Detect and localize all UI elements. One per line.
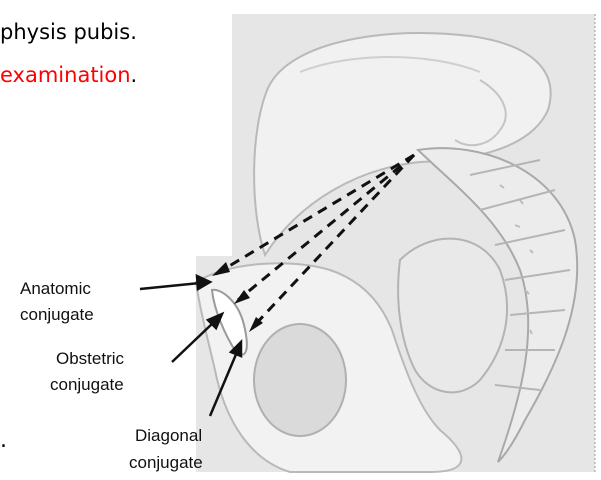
- trailing-period: .: [131, 63, 138, 87]
- stray-period: .: [0, 428, 7, 453]
- text-fragment-examination: examination.: [0, 63, 137, 87]
- anatomic-pointer: [140, 283, 200, 289]
- label-anatomic-conjugate: conjugate: [20, 305, 94, 324]
- label-anatomic: Anatomic: [20, 279, 91, 298]
- label-diagonal-conjugate: conjugate: [129, 453, 203, 472]
- obturator-foramen: [254, 324, 346, 436]
- label-obstetric: Obstetric: [56, 349, 125, 368]
- label-obstetric-conjugate: conjugate: [50, 375, 124, 394]
- highlighted-word: examination: [0, 63, 131, 87]
- label-diagonal: Diagonal: [135, 426, 202, 445]
- text-fragment-symphysis: physis pubis.: [0, 20, 137, 44]
